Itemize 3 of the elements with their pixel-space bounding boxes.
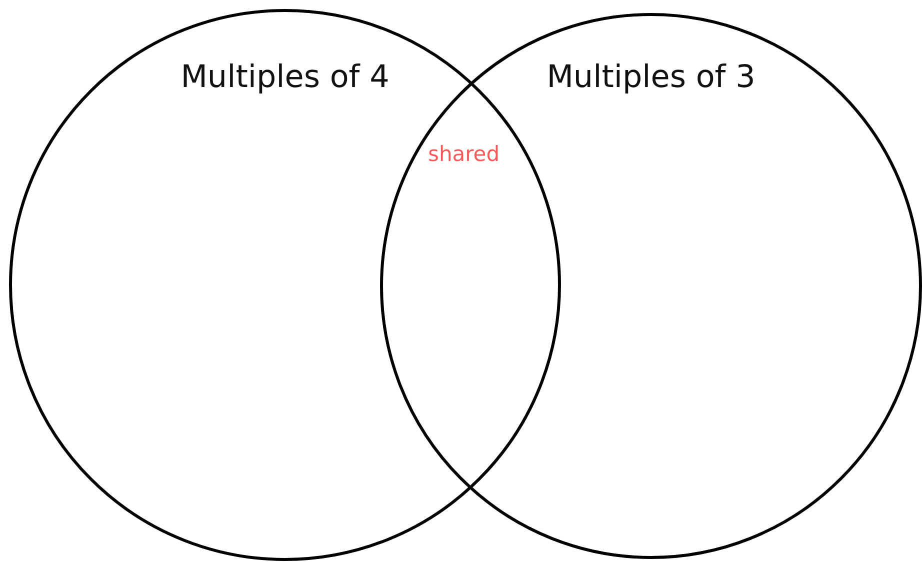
set-label: Multiples of 3 (546, 59, 756, 95)
overlap-label: shared (428, 142, 500, 166)
set-label: Multiples of 4 (180, 59, 390, 95)
